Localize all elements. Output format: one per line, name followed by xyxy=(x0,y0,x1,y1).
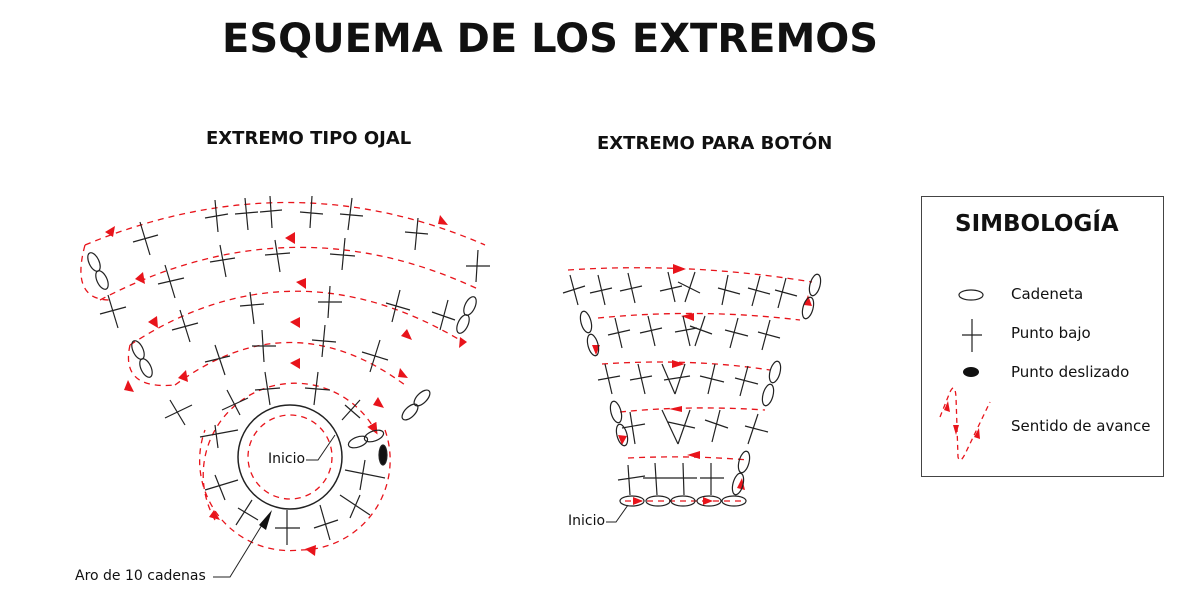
legend-title: SIMBOLOGÍA xyxy=(955,211,1119,237)
legend-item-label: Sentido de avance xyxy=(1011,417,1151,435)
legend-item-label: Cadeneta xyxy=(1011,285,1084,303)
chain-oval-icon xyxy=(958,289,984,301)
section-title-buttonhole-end: EXTREMO TIPO OJAL xyxy=(206,128,412,149)
chain-ring-icon xyxy=(237,404,343,510)
page-title: ESQUEMA DE LOS EXTREMOS xyxy=(222,16,879,62)
button-end-diagram xyxy=(562,264,822,523)
buttonhole-end-diagram xyxy=(80,195,490,578)
legend-item-label: Punto bajo xyxy=(1011,324,1091,342)
legend-box: SIMBOLOGÍA Cadeneta Punto bajo Punto des… xyxy=(921,196,1164,477)
single-crochet-cross-icon xyxy=(962,319,982,352)
start-label-left: Inicio xyxy=(268,451,306,467)
direction-dashed-arrow-icon xyxy=(939,387,991,461)
legend-item-label: Punto deslizado xyxy=(1011,363,1130,381)
start-label-right: Inicio xyxy=(568,513,606,529)
slip-stitch-filled-oval-icon xyxy=(963,367,979,377)
ring-label: Aro de 10 cadenas xyxy=(75,568,206,584)
section-title-button-end: EXTREMO PARA BOTÓN xyxy=(597,133,833,154)
